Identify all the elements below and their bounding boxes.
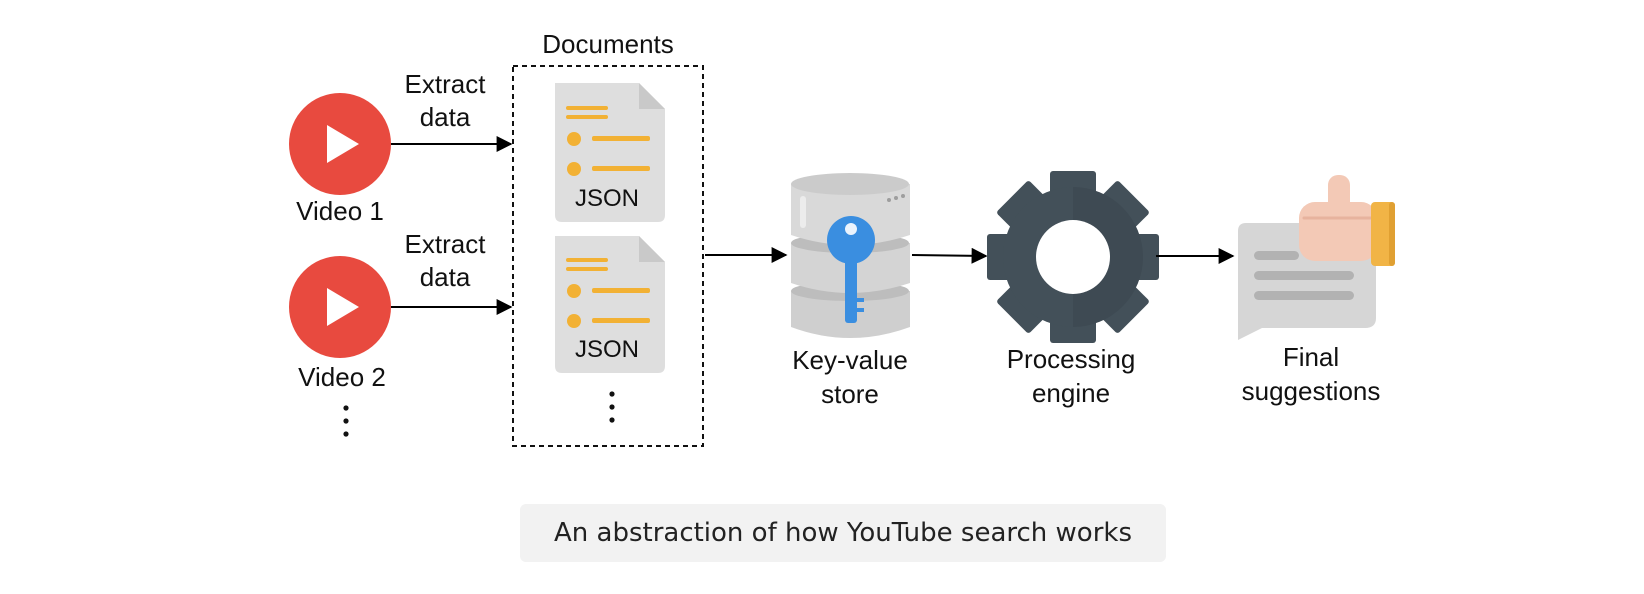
document-1-label: JSON	[575, 185, 639, 212]
more-videos-ellipsis	[343, 405, 349, 437]
video-1-label: Video 1	[296, 196, 384, 226]
kv-store-label-line2: store	[821, 379, 879, 409]
final-suggestions-label-line2: suggestions	[1242, 376, 1381, 406]
caption-text: An abstraction of how YouTube search wor…	[553, 518, 1133, 548]
document-icon-2	[555, 236, 665, 373]
arrow-kv-store-to-engine	[911, 247, 988, 264]
key-icon	[827, 216, 875, 323]
document-2-label: JSON	[575, 336, 639, 363]
video-1-node	[289, 93, 391, 195]
engine-label-line1: Processing	[1007, 344, 1136, 374]
gear-icon	[987, 171, 1159, 343]
documents-container	[512, 65, 704, 447]
document-icon-1	[555, 83, 665, 222]
play-icon	[327, 288, 359, 326]
engine-label-line2: engine	[1032, 378, 1110, 408]
more-documents-ellipsis	[609, 391, 615, 423]
video-2-node	[289, 256, 391, 358]
final-suggestions-label-line1: Final	[1283, 342, 1339, 372]
extract-label-2-line1: Extract	[405, 229, 487, 259]
video-2-label: Video 2	[298, 362, 386, 392]
extract-label-1-line2: data	[420, 102, 471, 132]
thumbs-up-icon	[1299, 175, 1395, 266]
kv-store-label-line1: Key-value	[792, 345, 908, 375]
play-icon	[327, 125, 359, 163]
extract-label-2-line2: data	[420, 262, 471, 292]
caption-box: An abstraction of how YouTube search wor…	[520, 504, 1166, 562]
documents-title: Documents	[542, 29, 674, 59]
extract-label-1-line1: Extract	[405, 69, 487, 99]
